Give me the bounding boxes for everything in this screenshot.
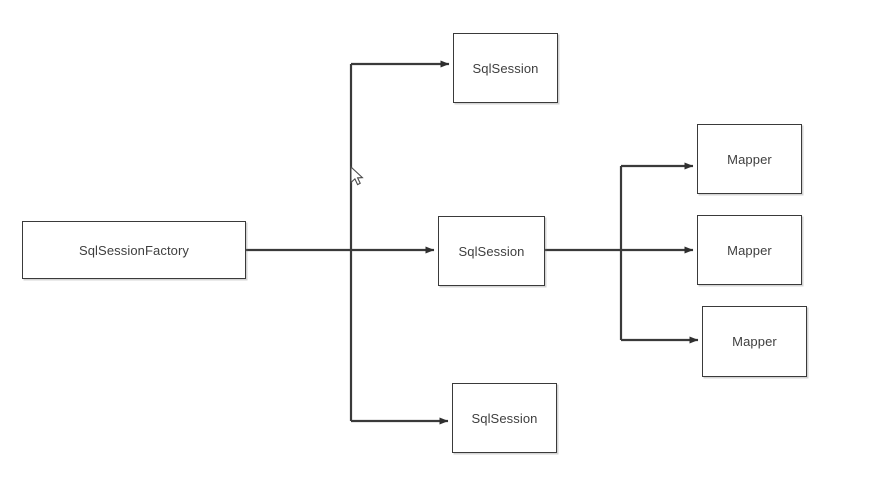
node-label-sqlsession-top: SqlSession [472, 60, 539, 76]
node-label-mapper-middle: Mapper [727, 242, 772, 258]
node-sqlsession-top[interactable]: SqlSession [453, 33, 558, 103]
node-sqlsessionfactory[interactable]: SqlSessionFactory [22, 221, 246, 279]
node-label-mapper-top: Mapper [727, 151, 772, 167]
node-label-mapper-bottom: Mapper [732, 334, 777, 349]
node-label-sqlsession-middle: SqlSession [458, 243, 525, 259]
node-mapper-middle[interactable]: Mapper [697, 215, 802, 285]
node-sqlsession-bottom[interactable]: SqlSession [452, 383, 557, 453]
node-sqlsession-middle[interactable]: SqlSession [438, 216, 545, 286]
node-label-sqlsessionfactory: SqlSessionFactory [78, 242, 190, 258]
node-mapper-bottom[interactable]: Mapper [702, 306, 807, 377]
node-mapper-top[interactable]: Mapper [697, 124, 802, 194]
node-label-sqlsession-bottom: SqlSession [471, 410, 538, 426]
